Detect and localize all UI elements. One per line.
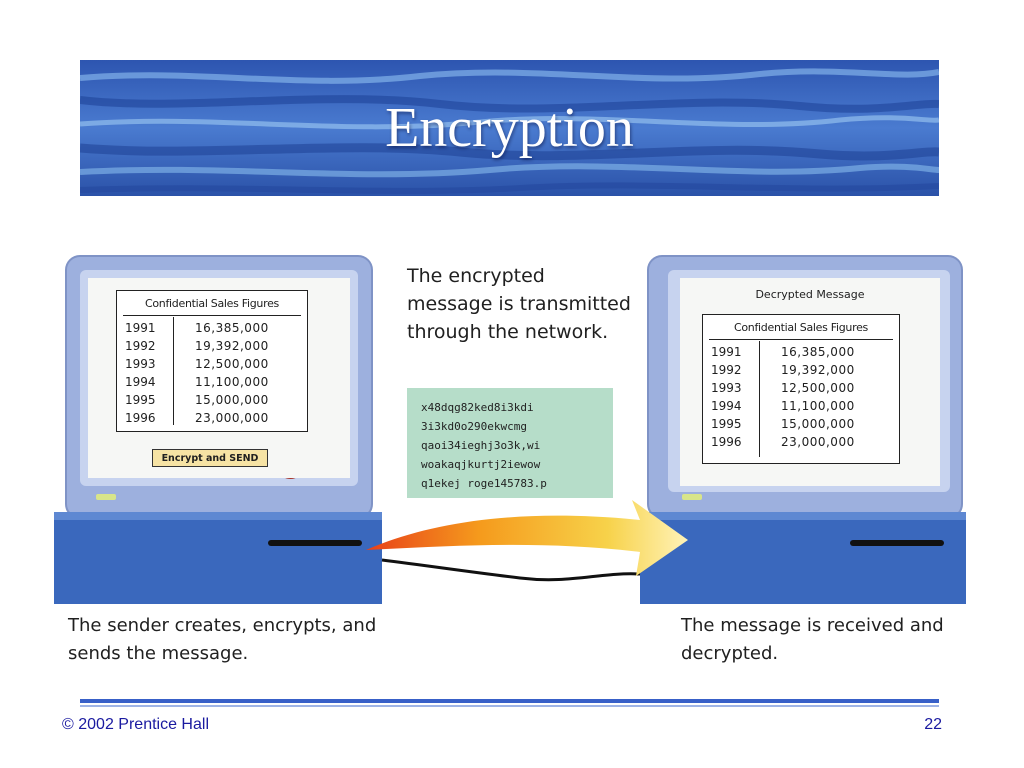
receiver-power-led <box>682 494 702 500</box>
banner-water-texture <box>80 60 939 196</box>
copyright-text: 2002 Prentice Hall <box>78 716 209 733</box>
table-row: 1991 16,385,000 <box>125 319 299 337</box>
table-row: 1994 11,100,000 <box>125 373 299 391</box>
row-year: 1995 <box>711 417 742 431</box>
table-row: 1993 12,500,000 <box>125 355 299 373</box>
table-row: 1996 23,000,000 <box>125 409 299 427</box>
copyright-notice: © 2002 Prentice Hall <box>62 716 209 734</box>
table-row: 1992 19,392,000 <box>711 361 891 379</box>
row-value: 15,000,000 <box>195 393 269 407</box>
ciphertext-line: qaoi34ieghj3o3k,wi <box>421 439 541 452</box>
table-header-rule <box>709 339 893 340</box>
footer-rule <box>80 699 939 703</box>
sender-caption: The sender creates, encrypts, and sends … <box>68 615 377 664</box>
row-value: 11,100,000 <box>781 399 855 413</box>
row-year: 1995 <box>125 393 156 407</box>
receiver-screen: Decrypted Message Confidential Sales Fig… <box>680 278 940 486</box>
ciphertext-lines: x48dqg82ked8i3kdi 3i3kd0o290ekwcmg qaoi34i… <box>421 398 547 493</box>
row-year: 1994 <box>711 399 742 413</box>
sender-table-rows: 1991 16,385,000 1992 19,392,000 1993 12,500… <box>125 319 299 427</box>
row-value: 23,000,000 <box>195 411 269 425</box>
row-year: 1991 <box>125 321 156 335</box>
row-value: 12,500,000 <box>195 357 269 371</box>
table-row: 1993 12,500,000 <box>711 379 891 397</box>
sender-screen: Confidential Sales Figures 1991 16,385,00… <box>88 278 350 478</box>
receiver-cpu-case <box>640 512 966 604</box>
ciphertext-line: x48dqg82ked8i3kdi <box>421 401 534 414</box>
row-year: 1991 <box>711 345 742 359</box>
sender-cpu-top-edge <box>54 512 382 520</box>
receiver-cpu-top-edge <box>640 512 966 520</box>
table-row: 1994 11,100,000 <box>711 397 891 415</box>
row-year: 1993 <box>125 357 156 371</box>
sender-power-led <box>96 494 116 500</box>
row-value: 16,385,000 <box>195 321 269 335</box>
row-year: 1993 <box>711 381 742 395</box>
receiver-sales-table: Confidential Sales Figures 1991 16,385,00… <box>702 314 900 464</box>
row-value: 15,000,000 <box>781 417 855 431</box>
table-column-rule <box>759 341 760 457</box>
receiver-table-rows: 1991 16,385,000 1992 19,392,000 1993 12,500… <box>711 343 891 451</box>
transmission-arrow <box>366 500 688 576</box>
slide-title: Encryption <box>385 97 634 159</box>
sender-table-title: Confidential Sales Figures <box>145 297 279 310</box>
table-row: 1995 15,000,000 <box>711 415 891 433</box>
row-year: 1992 <box>125 339 156 353</box>
decrypted-message-header: Decrypted Message <box>755 288 865 301</box>
row-year: 1996 <box>125 411 156 425</box>
table-row: 1992 19,392,000 <box>125 337 299 355</box>
page-number: 22 <box>924 716 942 733</box>
ciphertext-line: woakaqjkurtj2iewow <box>421 458 541 471</box>
row-value: 12,500,000 <box>781 381 855 395</box>
table-header-rule <box>123 315 301 316</box>
row-value: 19,392,000 <box>781 363 855 377</box>
network-cable <box>381 558 641 582</box>
table-row: 1995 15,000,000 <box>125 391 299 409</box>
table-row: 1991 16,385,000 <box>711 343 891 361</box>
row-year: 1996 <box>711 435 742 449</box>
encrypt-and-send-button[interactable]: Encrypt and SEND <box>152 449 268 467</box>
row-value: 11,100,000 <box>195 375 269 389</box>
row-year: 1994 <box>125 375 156 389</box>
network-caption: The encrypted message is transmitted thr… <box>407 265 631 343</box>
row-year: 1992 <box>711 363 742 377</box>
receiver-table-title: Confidential Sales Figures <box>734 321 868 334</box>
receiver-caption: The message is received and decrypted. <box>681 615 944 664</box>
footer-rule-thin <box>80 705 939 707</box>
sender-sales-table: Confidential Sales Figures 1991 16,385,00… <box>116 290 308 432</box>
ciphertext-box: x48dqg82ked8i3kdi 3i3kd0o290ekwcmg qaoi34i… <box>407 388 613 498</box>
receiver-disk-slot <box>850 540 944 546</box>
sender-cpu-case <box>54 512 382 604</box>
copyright-symbol: © <box>62 716 74 733</box>
ciphertext-line: 3i3kd0o290ekwcmg <box>421 420 527 433</box>
ciphertext-line: q1ekej roge145783.p <box>421 477 547 490</box>
sender-disk-slot <box>268 540 362 546</box>
row-value: 23,000,000 <box>781 435 855 449</box>
title-banner: Encryption <box>80 60 939 196</box>
row-value: 19,392,000 <box>195 339 269 353</box>
table-column-rule <box>173 317 174 425</box>
table-row: 1996 23,000,000 <box>711 433 891 451</box>
row-value: 16,385,000 <box>781 345 855 359</box>
